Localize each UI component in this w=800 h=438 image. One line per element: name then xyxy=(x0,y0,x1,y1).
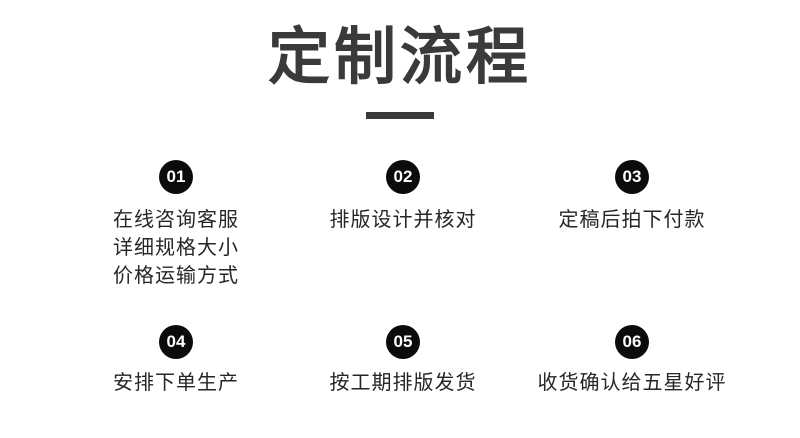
step-item-03: 03 定稿后拍下付款 xyxy=(514,160,750,320)
steps-grid: 01 在线咨询客服 详细规格大小 价格运输方式 02 排版设计并核对 03 定稿… xyxy=(60,160,750,397)
step-item-04: 04 安排下单生产 xyxy=(60,325,292,397)
step-item-01: 01 在线咨询客服 详细规格大小 价格运输方式 xyxy=(60,160,292,320)
step-item-05: 05 按工期排版发货 xyxy=(292,325,514,397)
step-item-02: 02 排版设计并核对 xyxy=(292,160,514,320)
step-text-line: 在线咨询客服 xyxy=(113,209,239,231)
step-item-06: 06 收货确认给五星好评 xyxy=(514,325,750,397)
step-text-line: 排版设计并核对 xyxy=(329,209,477,231)
header: 定制流程 xyxy=(0,22,800,119)
step-text: 收货确认给五星好评 xyxy=(538,369,727,397)
step-text-line: 安排下单生产 xyxy=(113,372,239,394)
step-text: 定稿后拍下付款 xyxy=(559,206,706,234)
page-title: 定制流程 xyxy=(267,23,532,92)
step-text-line: 价格运输方式 xyxy=(113,265,239,287)
title-divider xyxy=(366,112,434,119)
step-text: 安排下单生产 xyxy=(113,369,239,397)
step-number-badge: 04 xyxy=(159,325,193,359)
step-number-badge: 02 xyxy=(386,160,420,194)
step-text-line: 定稿后拍下付款 xyxy=(558,209,706,231)
step-text: 在线咨询客服 详细规格大小 价格运输方式 xyxy=(113,206,239,290)
step-number-badge: 05 xyxy=(386,325,420,359)
step-text-line: 按工期排版发货 xyxy=(329,372,477,394)
step-text: 按工期排版发货 xyxy=(330,369,477,397)
step-number-badge: 06 xyxy=(615,325,649,359)
step-number-badge: 01 xyxy=(159,160,193,194)
step-text-line: 详细规格大小 xyxy=(113,237,239,259)
step-text: 排版设计并核对 xyxy=(330,206,477,234)
step-number-badge: 03 xyxy=(615,160,649,194)
step-text-line: 收货确认给五星好评 xyxy=(537,372,727,394)
